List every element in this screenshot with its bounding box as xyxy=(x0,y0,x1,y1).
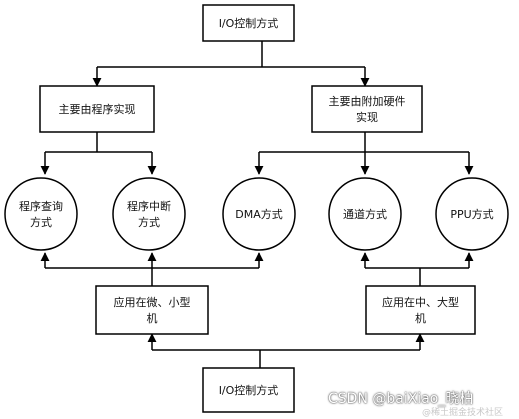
node-method-dma-label: DMA方式 xyxy=(235,207,283,221)
node-method-dma: DMA方式 xyxy=(222,177,296,251)
node-category-hardware: 主要由附加硬件 实现 xyxy=(311,85,423,133)
node-category-hardware-label-line1: 主要由附加硬件 xyxy=(329,94,406,108)
node-application-large-line1: 应用在中、大型 xyxy=(382,295,459,309)
node-bottom-label: I/O控制方式 xyxy=(219,383,279,397)
node-category-software: 主要由程序实现 xyxy=(39,85,155,133)
csdn-watermark: CSDN @baiXiao_晓柏 xyxy=(328,391,474,407)
node-method-ppu-label: PPU方式 xyxy=(450,207,493,221)
node-category-hardware-label-line2: 实现 xyxy=(356,110,378,124)
node-bottom-io-control: I/O控制方式 xyxy=(202,367,295,413)
node-method-ppu: PPU方式 xyxy=(435,177,509,251)
node-method-interrupt-line1: 程序中断 xyxy=(127,199,171,213)
connectors xyxy=(40,41,474,368)
node-application-large: 应用在中、大型 机 xyxy=(365,285,476,335)
node-method-interrupt-line2: 方式 xyxy=(138,215,160,229)
node-application-small-line2: 机 xyxy=(147,311,158,325)
node-application-large-line2: 机 xyxy=(415,311,426,325)
node-category-software-label: 主要由程序实现 xyxy=(59,102,136,116)
node-method-channel-label: 通道方式 xyxy=(343,207,387,221)
node-method-interrupt: 程序中断 方式 xyxy=(112,177,186,251)
node-method-polling-line2: 方式 xyxy=(30,215,52,229)
node-top-io-control: I/O控制方式 xyxy=(202,4,295,42)
node-application-small: 应用在微、小型 机 xyxy=(95,285,209,335)
node-method-polling: 程序查询 方式 xyxy=(4,177,78,251)
node-top-label: I/O控制方式 xyxy=(219,16,279,30)
node-method-channel: 通道方式 xyxy=(328,177,402,251)
node-application-small-line1: 应用在微、小型 xyxy=(114,295,191,309)
node-method-polling-line1: 程序查询 xyxy=(19,199,63,213)
juejin-watermark: @稀土掘金技术社区 xyxy=(422,408,504,418)
